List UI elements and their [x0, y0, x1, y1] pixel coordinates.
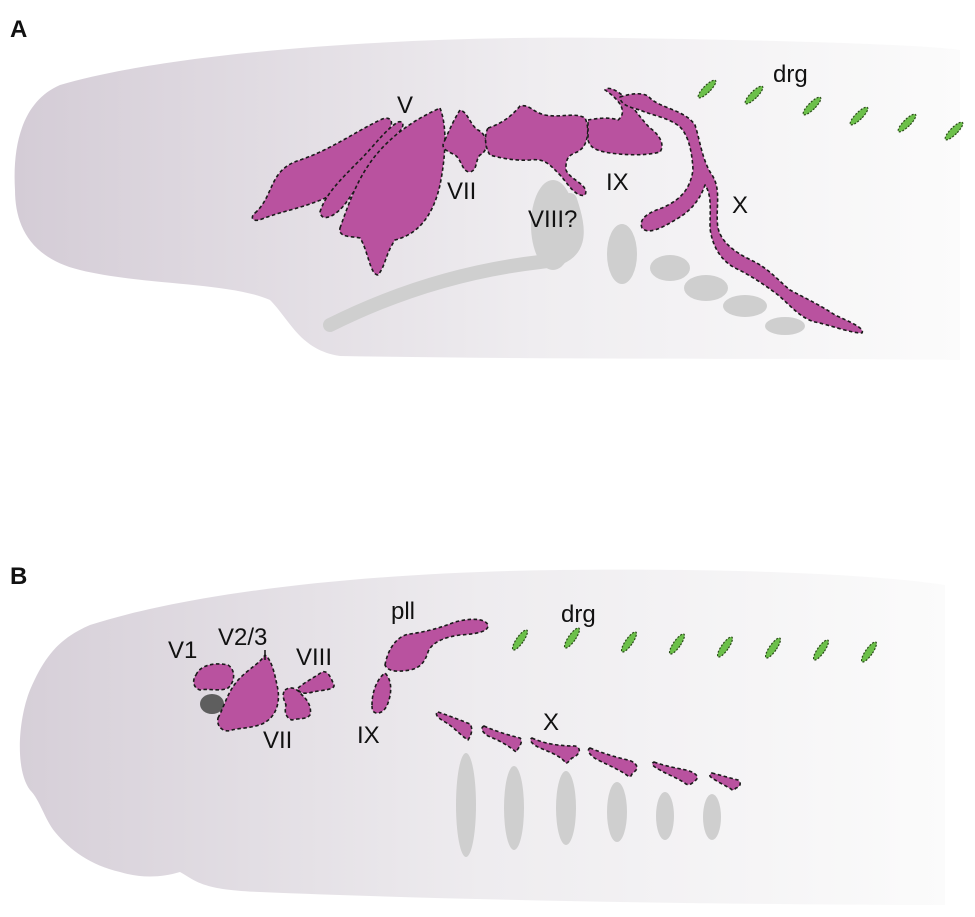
panel-a-arch-4 [723, 295, 767, 317]
panel-a-ganglion-v-thin [319, 120, 404, 219]
panel-b-eye [200, 694, 224, 714]
panel-b-label-ix: IX [357, 722, 380, 749]
panel-a-embryo-body [14, 37, 960, 360]
panel-a-ear-arm [323, 193, 584, 332]
panel-a-drg-4 [849, 106, 869, 126]
panel-a: A V VII VIII? IX X [10, 16, 964, 360]
panel-b-arch-4 [607, 782, 627, 842]
panel-a-otic-vesicle [531, 180, 575, 270]
panel-a-label-v: V [397, 92, 413, 119]
panel-a-arch-1 [607, 224, 637, 284]
panel-a-label-drg: drg [773, 61, 808, 88]
panel-a-arch-5 [765, 317, 805, 335]
panel-a-letter: A [10, 16, 27, 43]
panel-b-ganglion-x-4 [587, 747, 638, 778]
panel-b-ganglion-v23 [216, 654, 280, 732]
panel-b-label-x: X [543, 709, 559, 736]
panel-b-label-vii: VII [263, 727, 292, 754]
panel-a-label-viii: VIII? [528, 206, 577, 233]
panel-b: B [10, 563, 946, 905]
panel-b-drg-8 [860, 641, 878, 663]
panel-a-arch-3 [684, 275, 728, 301]
panel-b-arch-2 [504, 766, 524, 850]
panel-b-label-v1: V1 [168, 637, 197, 664]
panel-a-drg-2 [744, 85, 764, 105]
panel-b-label-v23: V2/3 [218, 624, 267, 651]
panel-b-ganglion-vii [282, 687, 312, 721]
panel-b-ganglion-x-6 [708, 772, 741, 791]
panel-a-ganglion-ix [587, 87, 663, 156]
panel-b-ganglion-v1 [192, 663, 235, 691]
panel-b-drg-row [511, 627, 878, 663]
panel-a-arch-2 [650, 255, 690, 281]
panel-b-drg-4 [668, 633, 686, 655]
panel-b-drg-7 [812, 639, 830, 661]
panel-b-drg-6 [764, 637, 782, 659]
panel-a-ganglion-x [619, 92, 864, 334]
panel-a-drg-3 [802, 96, 822, 116]
panel-b-drg-5 [716, 636, 734, 658]
panel-b-arch-1 [456, 753, 476, 857]
panel-b-arch-3 [556, 771, 576, 845]
panel-b-label-viii: VIII [296, 644, 332, 671]
panel-a-ganglion-viii [484, 104, 589, 197]
panel-a-drg-6 [944, 121, 964, 141]
panel-b-arch-5 [656, 792, 674, 840]
panel-a-ganglion-v-main [339, 107, 446, 276]
panel-a-label-x: X [732, 192, 748, 219]
panel-b-label-drg: drg [561, 601, 596, 628]
panel-b-ganglion-ix [371, 672, 392, 714]
panel-b-arch-6 [703, 794, 721, 840]
panel-b-x-ganglia [435, 711, 741, 791]
panel-b-ganglion-x-2 [481, 725, 523, 753]
panel-b-ganglion-viii [297, 670, 335, 694]
panel-a-label-ix: IX [606, 169, 629, 196]
panel-a-ganglion-vii [442, 109, 488, 173]
panel-b-label-pll: pll [391, 598, 415, 625]
panel-b-ganglion-x-1 [435, 711, 473, 741]
panel-b-ganglion-x-3 [529, 737, 581, 765]
panel-b-drg-3 [620, 631, 638, 653]
panel-a-drg-5 [897, 113, 917, 133]
panel-b-ganglion-pll [384, 618, 489, 672]
panel-a-drg-row [697, 79, 964, 141]
panel-b-drg-2 [563, 627, 581, 649]
panel-b-letter: B [10, 563, 27, 590]
panel-a-drg-1 [697, 79, 717, 99]
panel-a-label-vii: VII [447, 178, 476, 205]
panel-b-ganglion-x-5 [651, 761, 699, 786]
panel-b-drg-1 [511, 629, 529, 651]
